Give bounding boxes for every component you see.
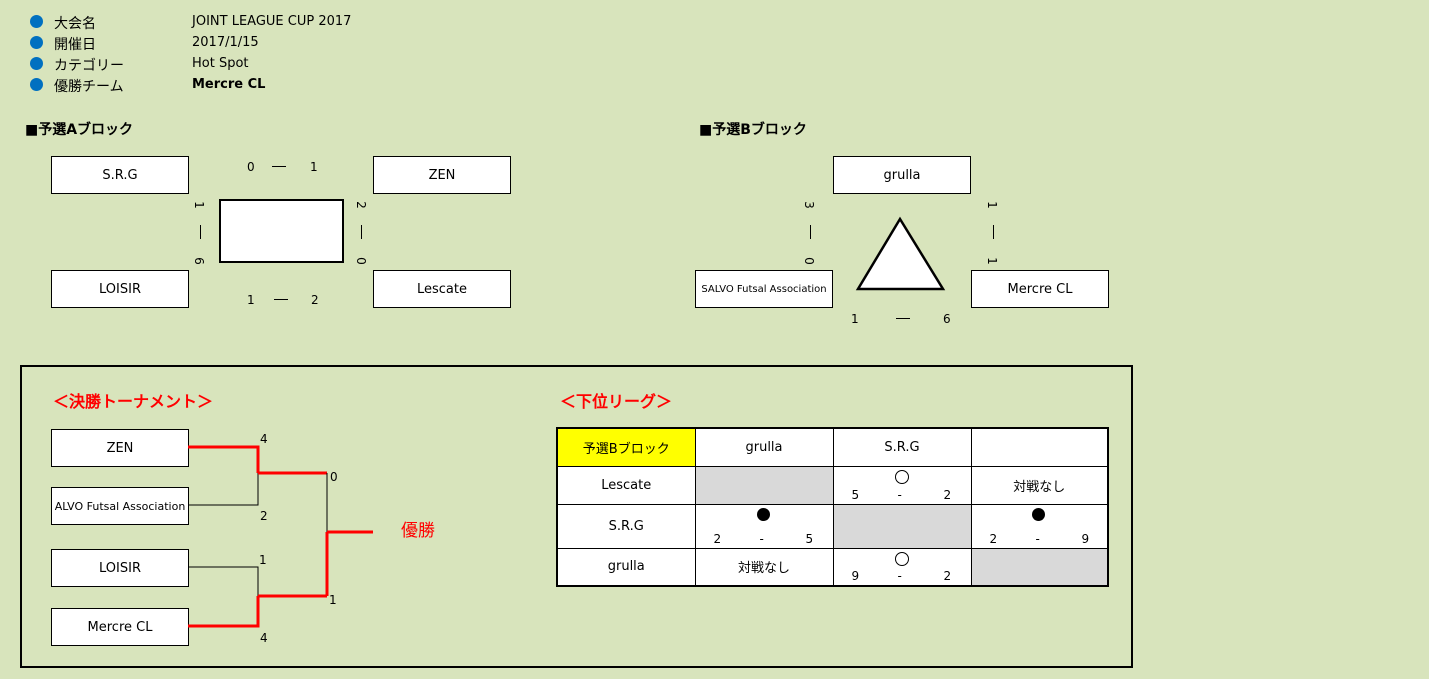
tournament-score: 1 <box>329 593 337 607</box>
score: 1 <box>247 293 255 307</box>
info-label: カテゴリー <box>54 58 124 74</box>
score-dash <box>361 225 362 239</box>
score-right: 9 <box>1081 531 1090 546</box>
block-a-team-top-left: S.R.G <box>51 156 189 194</box>
win-circle-icon <box>895 551 909 566</box>
tournament-team: ALVO Futsal Association <box>51 487 189 525</box>
bullet-icon <box>30 78 43 91</box>
block-b-title: ■予選Bブロック <box>699 122 807 138</box>
table-header-cell <box>970 427 1109 467</box>
table-header-cell: grulla <box>694 427 834 467</box>
info-value: Hot Spot <box>192 56 249 71</box>
score: 2 <box>353 201 368 209</box>
score-dash <box>810 225 811 239</box>
info-label: 開催日 <box>54 37 96 53</box>
score-dash: - <box>759 531 764 546</box>
score-dash: - <box>897 487 902 502</box>
score-dash <box>993 225 994 239</box>
tournament-title: ＜決勝トーナメント＞ <box>53 392 214 411</box>
score-dash: - <box>1035 531 1040 546</box>
win-circle-icon <box>895 469 909 484</box>
score: 6 <box>191 257 206 265</box>
block-a-team-bottom-right: Lescate <box>373 270 511 308</box>
block-b-team-top: grulla <box>833 156 971 194</box>
row-team: grulla <box>556 547 696 587</box>
score-right: 5 <box>805 531 814 546</box>
score-left: 2 <box>989 531 998 546</box>
score-dash: - <box>897 569 902 583</box>
bullet-icon <box>30 36 43 49</box>
score: 0 <box>353 257 368 265</box>
score-dash <box>272 166 286 167</box>
score: 6 <box>943 312 951 326</box>
table-cell-score: 2 - 5 <box>694 503 834 549</box>
tournament-score: 2 <box>260 509 268 523</box>
tournament-score: 1 <box>259 553 267 567</box>
block-a-title: ■予選Aブロック <box>25 122 134 138</box>
score: 1 <box>984 257 999 265</box>
score: 1 <box>310 160 318 174</box>
loss-circle-icon <box>757 507 770 521</box>
block-a-center-box <box>219 199 344 263</box>
table-cell-text: 対戦なし <box>694 547 834 587</box>
table-row: grulla 対戦なし 9 - 2 <box>556 547 1109 587</box>
tournament-score: 0 <box>330 470 338 484</box>
table-cell-score: 9 - 2 <box>832 547 972 587</box>
table-row: S.R.G 2 - 5 2 - 9 <box>556 503 1109 549</box>
score-dash <box>896 318 910 319</box>
tournament-team: LOISIR <box>51 549 189 587</box>
info-value: Mercre CL <box>192 77 266 92</box>
block-b-team-right: Mercre CL <box>971 270 1109 308</box>
tournament-score: 4 <box>260 631 268 645</box>
bullet-icon <box>30 57 43 70</box>
block-a-team-bottom-left: LOISIR <box>51 270 189 308</box>
score-left: 2 <box>713 531 722 546</box>
score: 0 <box>247 160 255 174</box>
info-label: 大会名 <box>54 16 96 32</box>
score: 1 <box>191 201 206 209</box>
block-b-team-left: SALVO Futsal Association <box>695 270 833 308</box>
loss-circle-icon <box>1032 507 1046 521</box>
bullet-icon <box>30 15 43 28</box>
table-cell-score: 2 - 9 <box>970 503 1109 549</box>
tournament-bracket <box>188 445 373 628</box>
table-row: Lescate 5 - 2 対戦なし <box>556 465 1109 505</box>
table-cell-score: 5 - 2 <box>832 465 972 505</box>
row-team: Lescate <box>556 465 696 505</box>
score-right: 2 <box>943 487 952 502</box>
results-panel <box>20 365 1133 668</box>
info-value: JOINT LEAGUE CUP 2017 <box>192 14 352 29</box>
score: 3 <box>801 201 816 209</box>
score: 2 <box>311 293 319 307</box>
score: 1 <box>984 201 999 209</box>
block-b-triangle <box>855 216 946 291</box>
score-dash <box>274 299 288 300</box>
score-left: 5 <box>851 487 860 502</box>
table-header-cell: S.R.G <box>832 427 972 467</box>
table-header-cell: 予選Bブロック <box>556 427 696 467</box>
score: 1 <box>851 312 859 326</box>
lower-league-table: 予選Bブロック grulla S.R.G Lescate 5 - 2 対戦なし … <box>556 427 1109 587</box>
score-right: 2 <box>943 569 952 583</box>
tournament-score: 4 <box>260 432 268 446</box>
row-team: S.R.G <box>556 503 696 549</box>
block-a-team-top-right: ZEN <box>373 156 511 194</box>
info-label: 優勝チーム <box>54 79 124 95</box>
tournament-team: Mercre CL <box>51 608 189 646</box>
score: 0 <box>801 257 816 265</box>
table-cell-empty <box>694 465 834 505</box>
score-dash <box>200 225 201 239</box>
score-left: 9 <box>851 569 860 583</box>
lower-league-title: ＜下位リーグ＞ <box>560 392 673 411</box>
table-header-row: 予選Bブロック grulla S.R.G <box>556 427 1109 467</box>
table-cell-text: 対戦なし <box>970 465 1109 505</box>
table-cell-empty <box>832 503 972 549</box>
champion-label: 優勝 <box>401 521 435 541</box>
info-value: 2017/1/15 <box>192 35 259 50</box>
table-cell-empty <box>970 547 1109 587</box>
tournament-team: ZEN <box>51 429 189 467</box>
